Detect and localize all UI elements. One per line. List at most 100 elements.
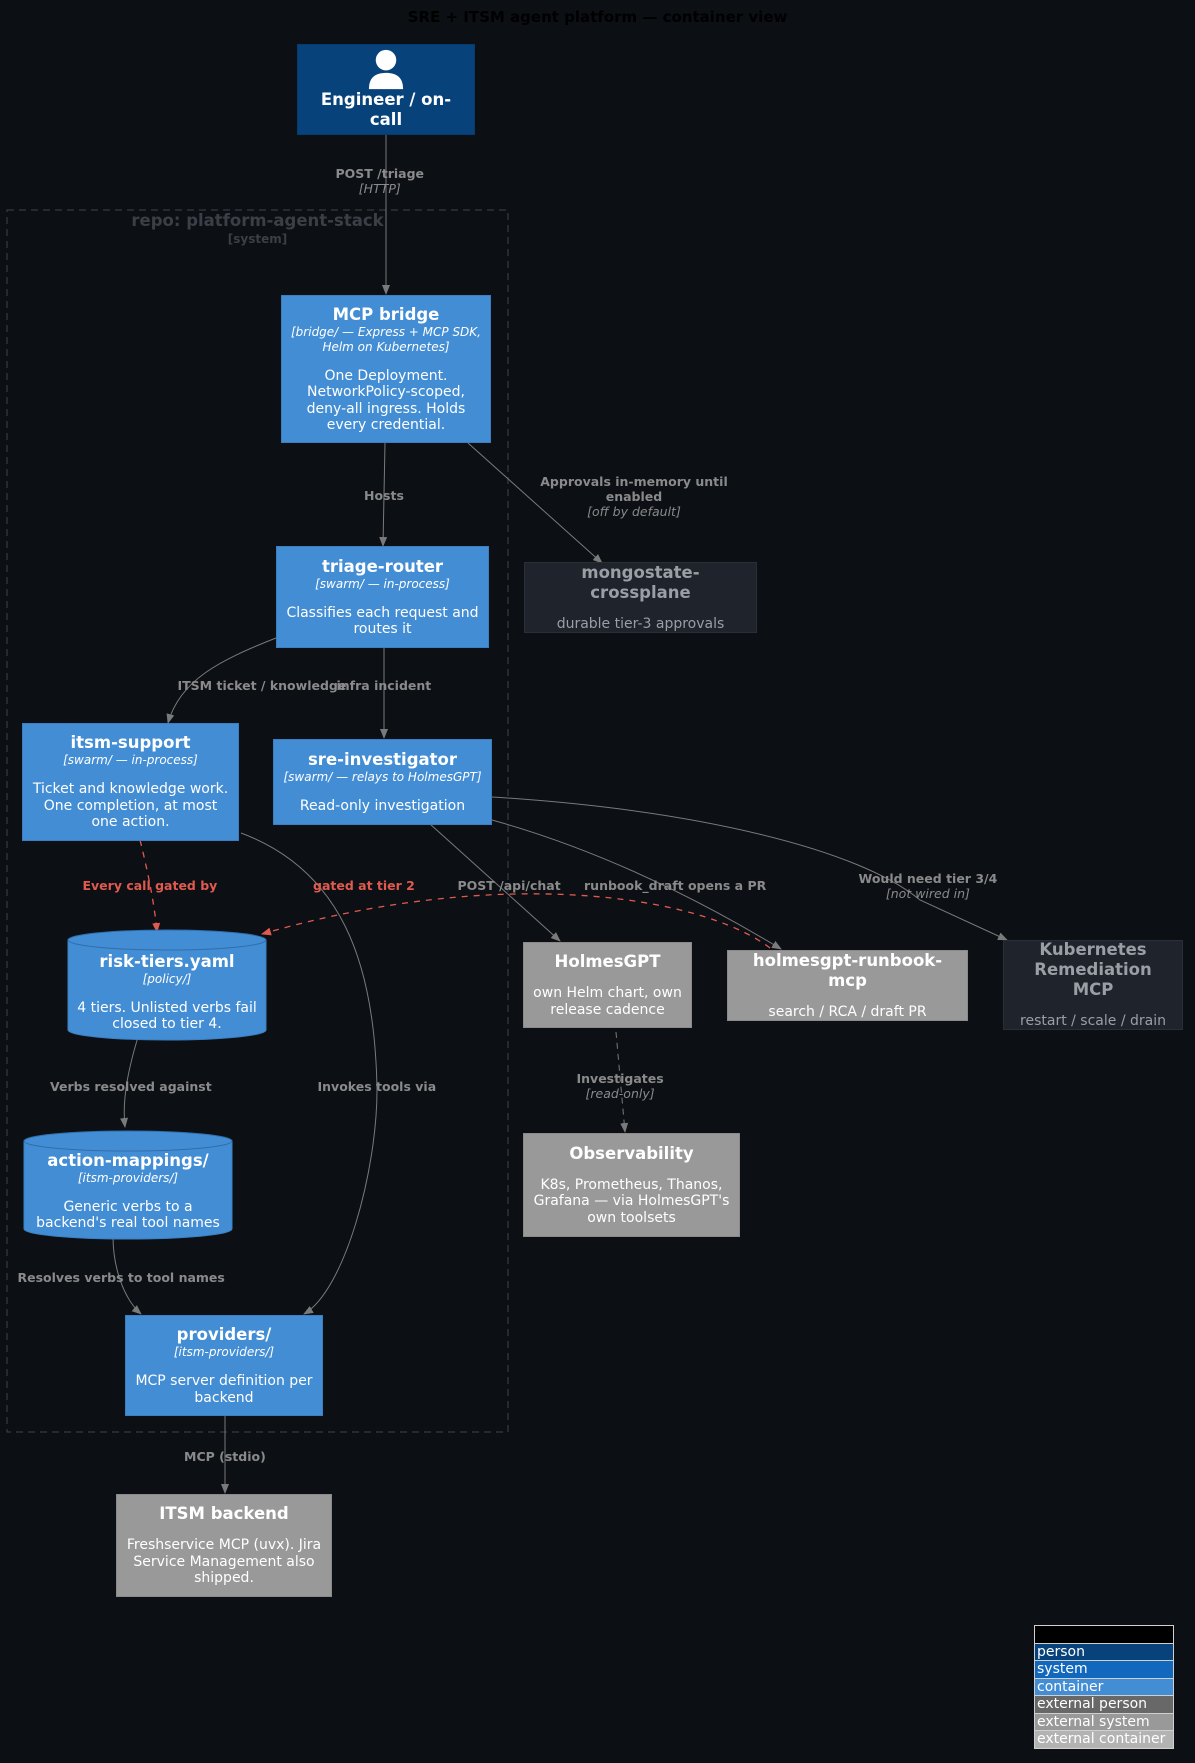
label-verbs-resolved-text: Verbs resolved against [50, 1079, 212, 1094]
label-every-call: Every call gated by [83, 878, 218, 893]
runbook-mcp-desc: search / RCA / draft PR [768, 1003, 927, 1020]
label-would-need: Would need tier 3/4 [not wired in] [859, 871, 998, 901]
node-mcp-bridge[interactable]: MCP bridge [bridge/ — Express + MCP SDK,… [281, 295, 491, 443]
label-invokes-tools: Invokes tools via [318, 1079, 437, 1094]
label-infra-incident-text: infra incident [336, 678, 432, 693]
risk-tiers-desc: 4 tiers. Unlisted verbs fail closed to t… [77, 999, 257, 1033]
label-post-api-chat-text: POST /api/chat [457, 878, 561, 893]
mongostate-title: mongostate-crossplane [581, 562, 700, 602]
label-post-triage: POST /triage [HTTP] [336, 166, 425, 196]
boundary-name: repo: platform-agent-stack [131, 211, 384, 230]
risk-tiers-title: risk-tiers.yaml [99, 951, 235, 971]
edge-runbook-draft [491, 819, 782, 950]
providers-desc: MCP server definition per backend [135, 1373, 313, 1406]
triage-router-desc: Classifies each request and routes it [286, 604, 479, 638]
edge-gated-tier2[interactable] [261, 893, 771, 949]
runbook-mcp-title: holmesgpt-runbook-mcp [752, 950, 943, 990]
observability-title: Observability [569, 1143, 694, 1163]
action-mappings-tech: [itsm-providers/] [77, 1170, 179, 1185]
label-post-api-chat: POST /api/chat [458, 878, 561, 893]
node-action-mappings[interactable]: action-mappings/ [itsm-providers/] Gener… [24, 1148, 232, 1234]
label-hosts: Hosts [364, 488, 404, 503]
node-k8s-remediation[interactable]: Kubernetes Remediation MCP restart / sca… [1003, 940, 1183, 1030]
label-investigates-tech: [read-only] [585, 1086, 655, 1101]
legend-item-external-person: external person [1035, 1695, 1173, 1713]
node-providers[interactable]: providers/ [itsm-providers/] MCP server … [125, 1315, 323, 1416]
triage-router-title: triage-router [321, 556, 444, 576]
label-runbook-draft-text: runbook_draft opens a PR [584, 878, 767, 893]
observability-desc: K8s, Prometheus, Thanos, Grafana — via H… [533, 1176, 730, 1226]
edge-itsm-ticket [166, 637, 277, 724]
edge-hosts [379, 442, 388, 547]
node-triage-router[interactable]: triage-router [swarm/ — in-process] Clas… [276, 546, 489, 648]
label-mcp-stdio: MCP (stdio) [184, 1449, 266, 1464]
boundary-title: repo: platform-agent-stack [system] [100, 211, 415, 249]
triage-router-tech: [swarm/ — in-process] [315, 576, 450, 591]
system-boundary [6, 209, 509, 1433]
mcp-bridge-title: MCP bridge [332, 304, 440, 324]
providers-title: providers/ [176, 1325, 272, 1344]
edge-would-need [491, 796, 1008, 941]
legend-item-person: person [1035, 1642, 1173, 1660]
label-would-need-tech: [not wired in] [885, 886, 970, 901]
legend-title: Legend [1035, 1626, 1173, 1643]
label-hosts-text: Hosts [364, 488, 404, 503]
label-gated-tier2: gated at tier 2 [313, 878, 415, 893]
node-mongostate[interactable]: mongostate-crossplane durable tier-3 app… [524, 562, 757, 633]
itsm-support-desc: Ticket and knowledge work. One completio… [32, 781, 229, 831]
itsm-support-title: itsm-support [70, 733, 191, 753]
node-engineer[interactable]: Engineer / on-call [297, 44, 475, 135]
label-resolves-verbs: Resolves verbs to tool names [18, 1270, 225, 1285]
label-investigates-text: Investigates [576, 1071, 664, 1086]
legend-item-system: system [1035, 1660, 1173, 1678]
holmesgpt-title: HolmesGPT [554, 952, 661, 971]
sre-investigator-title: sre-investigator [307, 749, 457, 769]
action-mappings-desc: Generic verbs to a backend's real tool n… [36, 1198, 220, 1232]
label-post-triage-text: POST /triage [335, 166, 425, 181]
k8s-remediation-title: Kubernetes Remediation MCP [1034, 940, 1152, 1000]
sre-investigator-desc: Read-only investigation [299, 797, 466, 814]
itsm-support-tech: [swarm/ — in-process] [63, 753, 198, 768]
label-approvals-tech: [off by default] [587, 504, 681, 519]
node-observability[interactable]: Observability K8s, Prometheus, Thanos, G… [523, 1133, 740, 1237]
node-risk-tiers[interactable]: risk-tiers.yaml [policy/] 4 tiers. Unlis… [68, 948, 266, 1036]
label-post-triage-tech: [HTTP] [358, 181, 401, 196]
person-icon [368, 49, 404, 90]
legend-item-container: container [1035, 1677, 1173, 1695]
node-sre-investigator[interactable]: sre-investigator [swarm/ — relays to Hol… [273, 739, 492, 825]
label-mcp-stdio-text: MCP (stdio) [184, 1449, 266, 1464]
sre-investigator-tech: [swarm/ — relays to HolmesGPT] [283, 769, 482, 784]
action-mappings-title: action-mappings/ [47, 1150, 209, 1170]
edge-verbs-resolved [120, 1036, 139, 1128]
mcp-bridge-tech: [bridge/ — Express + MCP SDK, Helm on Ku… [291, 324, 481, 354]
holmesgpt-desc: own Helm chart, own release cadence [533, 985, 682, 1018]
k8s-remediation-desc: restart / scale / drain [1020, 1013, 1166, 1030]
label-itsm-ticket-text: ITSM ticket / knowledge [177, 678, 347, 693]
legend-item-external-system: external system [1035, 1712, 1173, 1730]
node-itsm-support[interactable]: itsm-support [swarm/ — in-process] Ticke… [22, 723, 239, 841]
diagram-title: SRE + ITSM agent platform — container vi… [407, 8, 788, 26]
label-approvals-text: Approvals in-memory until enabled [540, 474, 728, 504]
legend: Legend person system container external … [1034, 1625, 1174, 1749]
edge-resolves-verbs [112, 1235, 142, 1315]
edge-approvals [467, 442, 603, 564]
itsm-backend-title: ITSM backend [159, 1504, 289, 1524]
providers-tech: [itsm-providers/] [173, 1345, 275, 1359]
mongostate-desc: durable tier-3 approvals [556, 615, 725, 632]
label-would-need-text: Would need tier 3/4 [858, 871, 998, 886]
label-runbook-draft: runbook_draft opens a PR [584, 878, 766, 893]
label-itsm-ticket: ITSM ticket / knowledge [178, 678, 347, 693]
edge-every-call[interactable] [139, 839, 161, 933]
label-gated-tier2-text: gated at tier 2 [313, 878, 415, 893]
node-holmesgpt[interactable]: HolmesGPT own Helm chart, own release ca… [523, 942, 692, 1028]
node-runbook-mcp[interactable]: holmesgpt-runbook-mcp search / RCA / dra… [727, 950, 968, 1021]
risk-tiers-cylinder [67, 929, 267, 1041]
label-resolves-verbs-text: Resolves verbs to tool names [17, 1270, 225, 1285]
label-verbs-resolved: Verbs resolved against [50, 1079, 212, 1094]
edge-post-api-chat [429, 823, 561, 942]
engineer-title: Engineer / on-call [320, 90, 452, 129]
label-investigates: Investigates [read-only] [577, 1071, 664, 1101]
mcp-bridge-desc: One Deployment. NetworkPolicy-scoped, de… [306, 367, 466, 434]
node-itsm-backend[interactable]: ITSM backend Freshservice MCP (uvx). Jir… [116, 1494, 332, 1597]
